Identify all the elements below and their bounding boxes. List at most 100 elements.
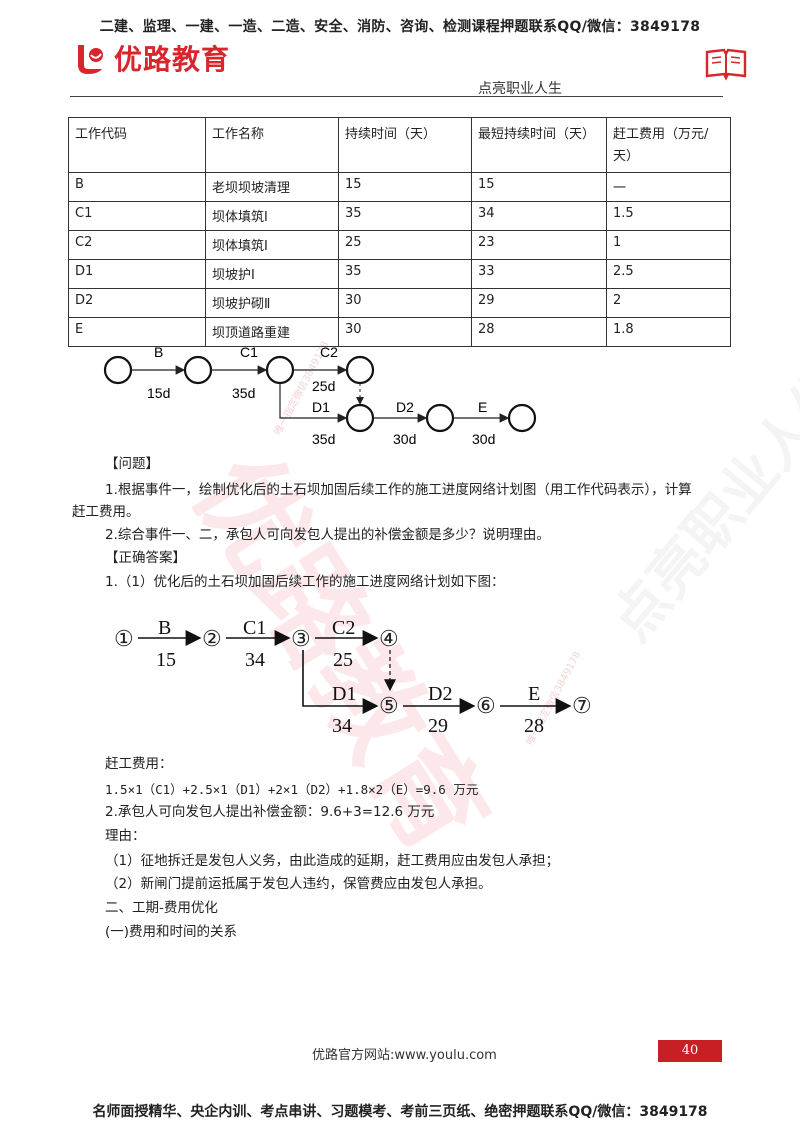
answer-1: 1.（1）优化后的土石坝加固后续工作的施工进度网络计划如下图： xyxy=(105,574,505,590)
bottom-banner: 名师面授精华、央企内训、考点串讲、习题模考、考前三页纸、绝密押题联系QQ/微信：… xyxy=(92,1104,708,1120)
node xyxy=(345,403,375,433)
th-code: 工作代码 xyxy=(68,117,206,173)
node xyxy=(103,355,133,385)
node-2: ② xyxy=(202,626,222,651)
cell: 坝体填筑Ⅰ xyxy=(205,201,339,231)
slogan: 点亮职业人生 xyxy=(478,81,562,97)
label: 15 xyxy=(156,649,176,671)
subsection-heading: (一)费用和时间的关系 xyxy=(105,924,238,940)
cell: 2.5 xyxy=(606,259,731,289)
cell: 23 xyxy=(471,230,607,260)
table-header-row: 工作代码 工作名称 持续时间（天） 最短持续时间（天） 赶工费用（万元/天） xyxy=(68,117,731,173)
question-1: 1.根据事件一，绘制优化后的土石坝加固后续工作的施工进度网络计划图（用工作代码表… xyxy=(105,482,692,498)
node-3: ③ xyxy=(291,626,311,651)
reason-heading: 理由： xyxy=(105,828,146,844)
cell: 2 xyxy=(606,288,731,318)
label: B xyxy=(158,617,171,639)
cell: D1 xyxy=(68,259,206,289)
th-name: 工作名称 xyxy=(205,117,339,173)
cell: C2 xyxy=(68,230,206,260)
th-cost: 赶工费用（万元/天） xyxy=(606,117,731,173)
cell: 33 xyxy=(471,259,607,289)
answer-2: 2.承包人可向发包人提出补偿金额：9.6+3=12.6 万元 xyxy=(105,804,435,820)
label: D1 xyxy=(312,399,330,415)
label: B xyxy=(154,344,163,360)
label: 34 xyxy=(332,715,352,737)
label: 29 xyxy=(428,715,448,737)
logo-icon xyxy=(74,41,108,75)
label: 35d xyxy=(232,385,255,401)
cell: 1 xyxy=(606,230,731,260)
cell: 30 xyxy=(338,288,472,318)
network-diagram-optimized: ① ② ③ ④ ⑤ ⑥ ⑦ B 15 C1 34 C2 25 D1 34 D2 … xyxy=(114,617,592,737)
header-divider xyxy=(70,96,723,97)
answer-heading: 【正确答案】 xyxy=(105,550,186,566)
label: 28 xyxy=(524,715,544,737)
reason-2: （2）新闸门提前运抵属于发包人违约，保管费应由发包人承担。 xyxy=(105,876,492,892)
label: C2 xyxy=(332,617,355,639)
node-1: ① xyxy=(114,626,134,651)
top-banner: 二建、监理、一建、一造、二造、安全、消防、咨询、检测课程押题联系QQ/微信：38… xyxy=(99,19,701,35)
cell: 28 xyxy=(471,317,607,347)
label: 25 xyxy=(333,649,353,671)
cell: 1.5 xyxy=(606,201,731,231)
label: E xyxy=(528,683,540,705)
label: 30d xyxy=(472,431,495,447)
footer-website: 优路官方网站:www.youlu.com xyxy=(312,1048,497,1063)
node xyxy=(345,355,375,385)
node xyxy=(183,355,213,385)
cell: 35 xyxy=(338,259,472,289)
page-number: 40 xyxy=(658,1040,722,1062)
node xyxy=(265,355,295,385)
cost-heading: 赶工费用： xyxy=(105,756,173,772)
cell: 坝顶道路重建 xyxy=(205,317,339,347)
arrow xyxy=(302,650,379,714)
cell: 一 xyxy=(606,172,731,202)
label: E xyxy=(478,399,487,415)
label: D2 xyxy=(428,683,452,705)
arrow xyxy=(279,383,348,423)
cell: 坝体填筑Ⅰ xyxy=(205,230,339,260)
section-heading: 二、工期-费用优化 xyxy=(105,900,218,916)
cell: 坝坡护砌Ⅱ xyxy=(205,288,339,318)
node xyxy=(507,403,537,433)
cell: 29 xyxy=(471,288,607,318)
cell: E xyxy=(68,317,206,347)
label: C1 xyxy=(243,617,266,639)
label: 30d xyxy=(393,431,416,447)
label: D2 xyxy=(396,399,414,415)
node-7: ⑦ xyxy=(572,693,592,718)
question-heading: 【问题】 xyxy=(105,456,159,472)
node-4: ④ xyxy=(379,626,399,651)
cell: 1.8 xyxy=(606,317,731,347)
question-2: 2.综合事件一、二，承包人可向发包人提出的补偿金额是多少？说明理由。 xyxy=(105,527,550,543)
th-min-duration: 最短持续时间（天） xyxy=(471,117,607,173)
label: 34 xyxy=(245,649,265,671)
cell: 34 xyxy=(471,201,607,231)
label: 15d xyxy=(147,385,170,401)
cell: D2 xyxy=(68,288,206,318)
node-6: ⑥ xyxy=(476,693,496,718)
reason-1: （1）征地拆迁是发包人义务，由此造成的延期，赶工费用应由发包人承担； xyxy=(105,853,560,869)
cell: 15 xyxy=(338,172,472,202)
node xyxy=(425,403,455,433)
label: C2 xyxy=(320,344,338,360)
label: C1 xyxy=(240,344,258,360)
cost-calculation: 1.5×1（C1）+2.5×1（D1）+2×1（D2）+1.8×2（E）=9.6… xyxy=(105,782,479,797)
logo: 优路教育 xyxy=(74,38,230,78)
cell: 15 xyxy=(471,172,607,202)
work-table: 工作代码 工作名称 持续时间（天） 最短持续时间（天） 赶工费用（万元/天） B… xyxy=(68,117,731,347)
book-icon xyxy=(704,46,748,86)
cell: 老坝坝坡清理 xyxy=(205,172,339,202)
node-5: ⑤ xyxy=(379,693,399,718)
cell: 35 xyxy=(338,201,472,231)
label: 35d xyxy=(312,431,335,447)
cell: 25 xyxy=(338,230,472,260)
cell: 坝坡护Ⅰ xyxy=(205,259,339,289)
